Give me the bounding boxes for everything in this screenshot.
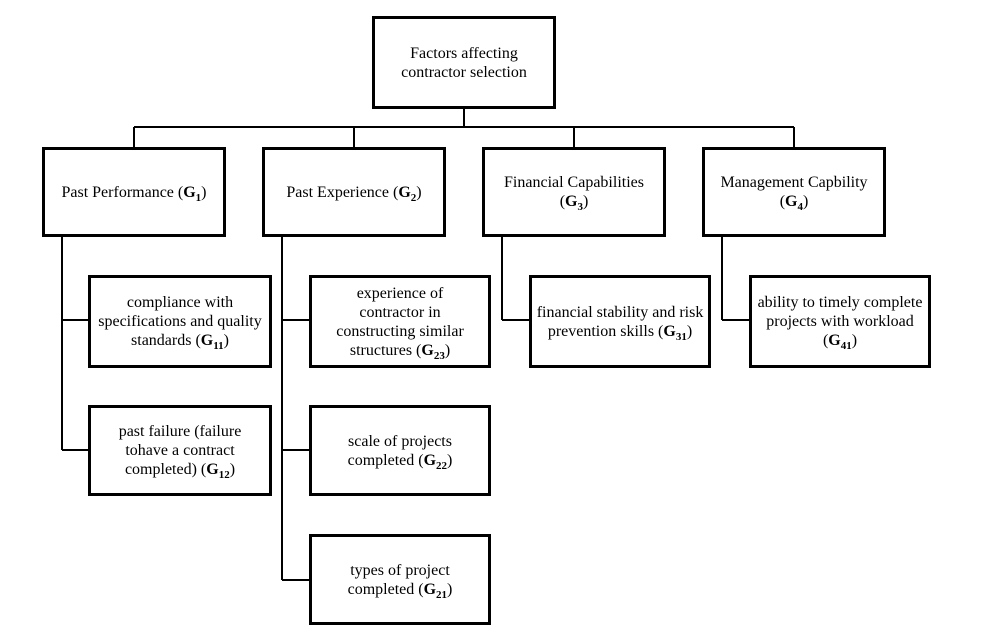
child-node-g22: scale of projects completed (G22) [309, 405, 491, 496]
child-node-g12: past failure (failure tohave a contract … [88, 405, 272, 496]
group-node-g3: Financial Capabilities (G3) [482, 147, 666, 237]
group-label-g3: Financial Capabilities (G3) [504, 174, 644, 213]
group-label-g4: Management Capbility (G4) [720, 174, 868, 213]
child-label-g12: past failure (failure tohave a contract … [118, 423, 242, 481]
child-node-g41: ability to timely complete projects with… [749, 275, 931, 368]
child-label-g31: financial stability and risk prevention … [536, 303, 704, 343]
child-node-g11: compliance with specifications and quali… [88, 275, 272, 368]
group-node-g2: Past Experience (G2) [262, 147, 446, 237]
child-label-g23: experience of contractor in constructing… [336, 284, 464, 362]
child-node-g31: financial stability and risk prevention … [529, 275, 711, 368]
group-label-g2: Past Experience (G2) [286, 183, 422, 204]
child-label-g21: types of project completed (G21) [347, 561, 453, 601]
child-label-g11: compliance with specifications and quali… [98, 294, 262, 352]
root-node: Factors affecting contractor selection [372, 16, 556, 109]
child-node-g21: types of project completed (G21) [309, 534, 491, 625]
group-node-g4: Management Capbility (G4) [702, 147, 886, 237]
child-label-g41: ability to timely complete projects with… [757, 294, 923, 352]
child-node-g23: experience of contractor in constructing… [309, 275, 491, 368]
group-node-g1: Past Performance (G1) [42, 147, 226, 237]
root-label: Factors affecting contractor selection [401, 44, 527, 81]
child-label-g22: scale of projects completed (G22) [347, 432, 453, 472]
group-label-g1: Past Performance (G1) [61, 183, 207, 204]
